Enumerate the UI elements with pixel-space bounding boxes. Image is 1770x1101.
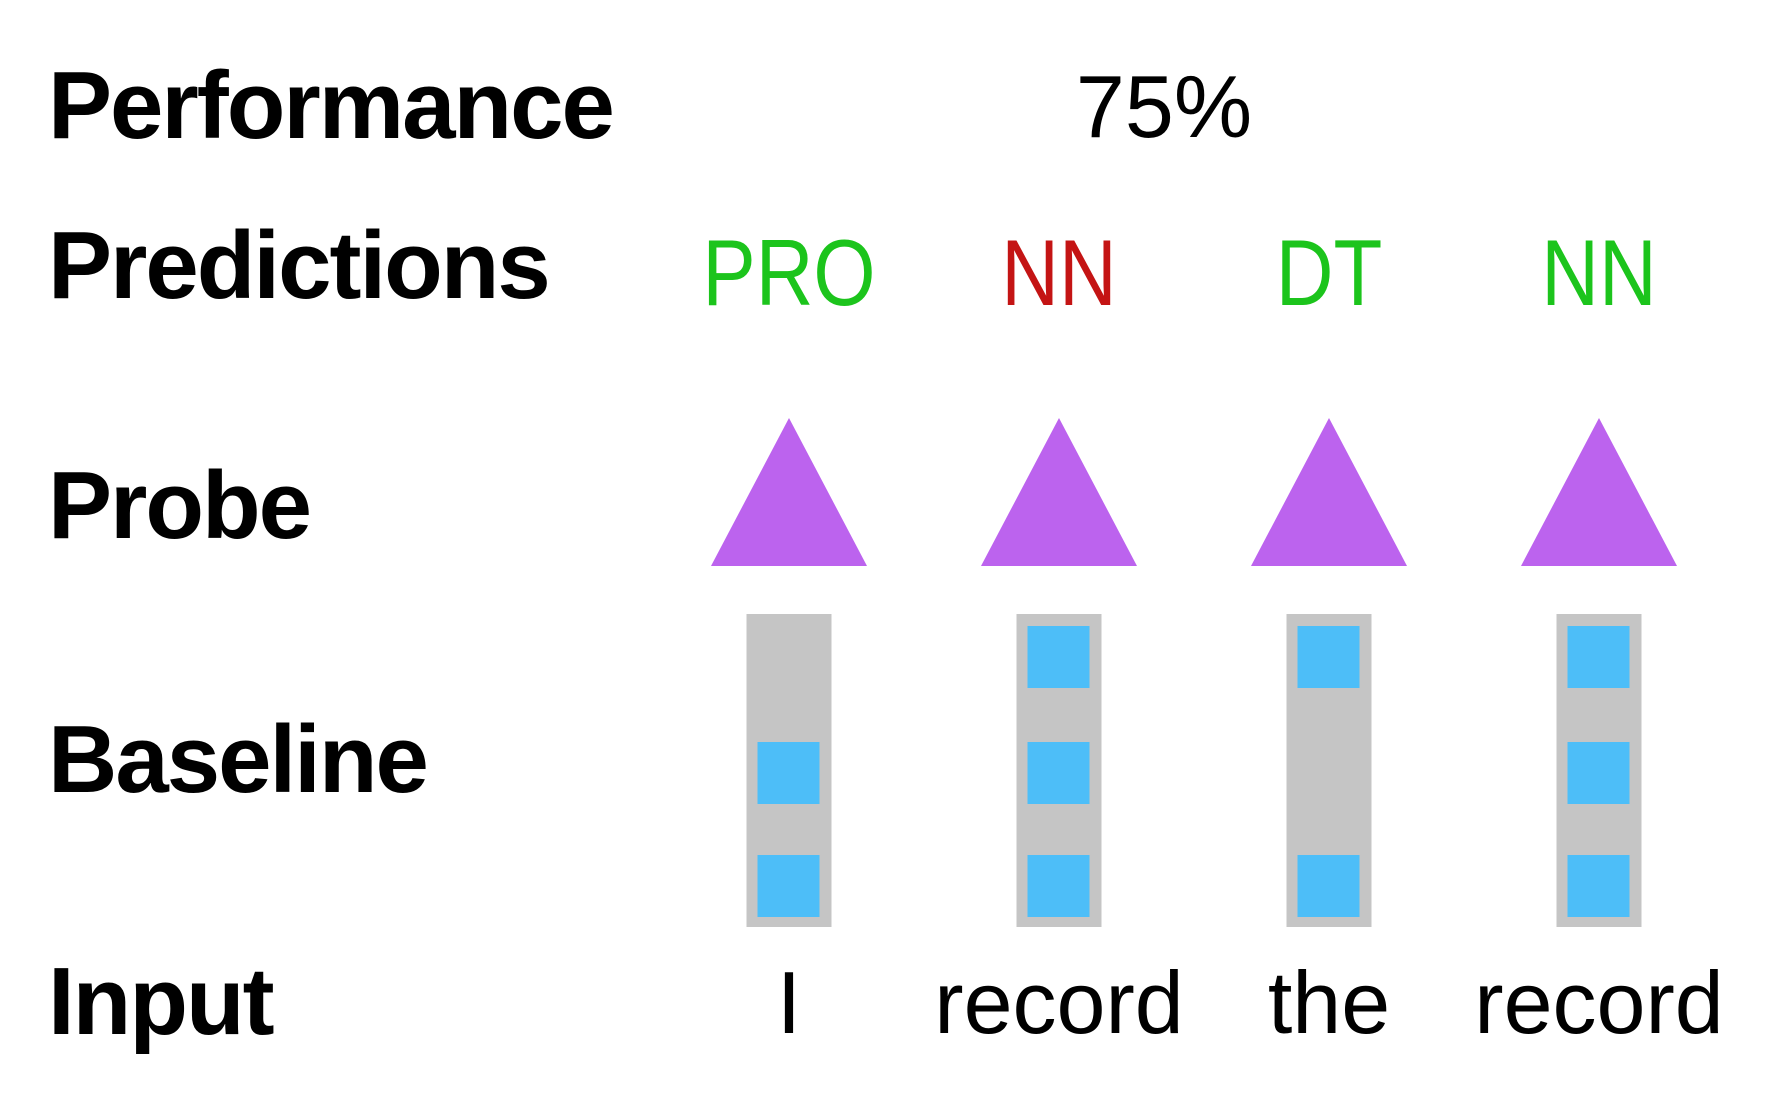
embedding-cell bbox=[1298, 742, 1360, 804]
baseline-embedding-bar bbox=[1286, 614, 1372, 927]
embedding-cell bbox=[1027, 855, 1090, 917]
token-column: NN record bbox=[924, 0, 1194, 1101]
baseline-embedding-bar bbox=[1016, 614, 1102, 927]
input-token: record bbox=[934, 953, 1184, 1052]
baseline-embedding-bar bbox=[1556, 614, 1642, 927]
token-column: PRO I bbox=[654, 0, 924, 1101]
input-token: the bbox=[1267, 953, 1391, 1052]
probe-triangle-icon bbox=[1521, 418, 1677, 566]
embedding-cell bbox=[1567, 626, 1630, 688]
embedding-cell bbox=[1297, 626, 1360, 688]
prediction-tag: NN bbox=[1541, 220, 1657, 325]
embedding-cell bbox=[758, 626, 820, 688]
probe-triangle-icon bbox=[981, 418, 1137, 566]
row-label-input: Input bbox=[48, 948, 275, 1055]
embedding-cell bbox=[1567, 855, 1630, 917]
embedding-cell bbox=[757, 855, 820, 917]
baseline-embedding-bar bbox=[746, 614, 832, 927]
token-column: DT the bbox=[1194, 0, 1464, 1101]
row-label-predictions: Predictions bbox=[48, 212, 551, 319]
row-label-baseline: Baseline bbox=[48, 706, 429, 813]
row-label-probe: Probe bbox=[48, 452, 312, 559]
embedding-cell bbox=[1567, 742, 1630, 804]
embedding-cell bbox=[757, 742, 820, 804]
row-label-performance: Performance bbox=[48, 52, 615, 159]
input-token: record bbox=[1474, 953, 1724, 1052]
prediction-tag: NN bbox=[1001, 220, 1117, 325]
input-token: I bbox=[776, 953, 802, 1052]
token-column: NN record bbox=[1464, 0, 1734, 1101]
embedding-cell bbox=[1297, 855, 1360, 917]
probe-triangle-icon bbox=[1251, 418, 1407, 566]
performance-value: 75% bbox=[1075, 57, 1253, 156]
prediction-tag: PRO bbox=[702, 220, 876, 325]
probe-triangle-icon bbox=[711, 418, 867, 566]
prediction-tag: DT bbox=[1275, 220, 1383, 325]
embedding-cell bbox=[1027, 742, 1090, 804]
embedding-cell bbox=[1027, 626, 1090, 688]
